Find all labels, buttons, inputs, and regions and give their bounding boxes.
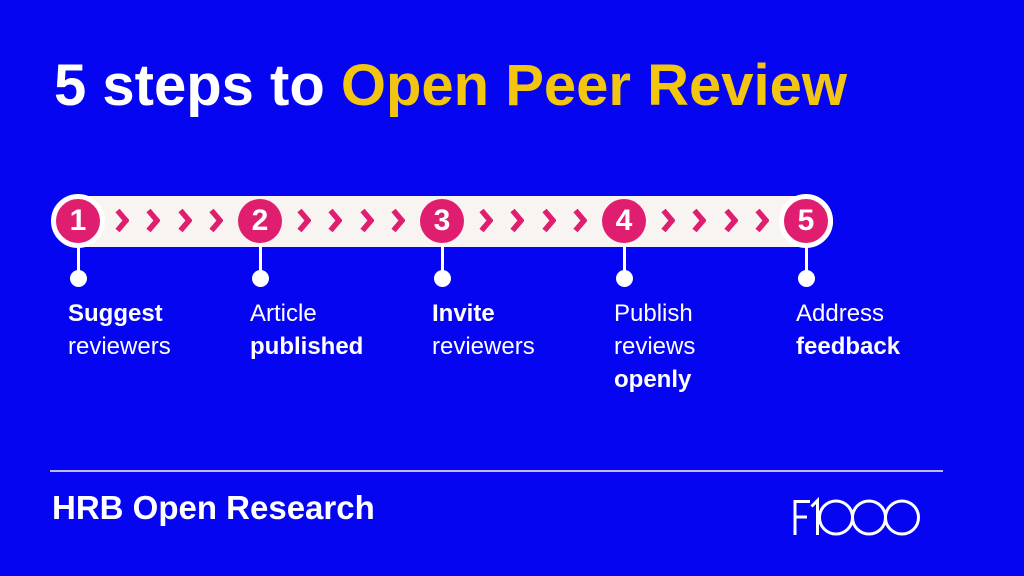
- step-label-line: Article: [250, 300, 317, 327]
- step-label-line: reviewers: [432, 333, 535, 360]
- chevron-group: [479, 208, 587, 233]
- step-number-circle: 5: [779, 194, 833, 248]
- chevron-right-icon: [146, 208, 161, 233]
- step-label-line: reviews: [614, 333, 696, 360]
- connector-dot: [433, 270, 451, 287]
- chevron-right-icon: [391, 208, 405, 233]
- connector-stem: [622, 244, 626, 272]
- title-prefix: 5 steps to: [54, 53, 341, 118]
- chevron-right-icon: [573, 208, 587, 233]
- step-number-circle: 1: [51, 194, 105, 248]
- chevron-group: [661, 208, 769, 233]
- step-label: Address feedback: [796, 297, 966, 363]
- step-number-circle: 3: [420, 199, 464, 243]
- step-label-line: openly: [614, 366, 692, 393]
- connector-stem: [258, 244, 262, 272]
- chevron-right-icon: [661, 208, 675, 233]
- step-label-line: reviewers: [68, 333, 171, 360]
- connector-dot: [69, 270, 87, 287]
- f1000-logo-icon: [793, 496, 920, 536]
- step-label-line: published: [250, 333, 364, 360]
- connector-stem: [440, 244, 444, 272]
- f1000-logo: [790, 482, 930, 538]
- connector-stem: [804, 244, 808, 272]
- step-label-line: Suggest: [68, 300, 163, 327]
- chevron-right-icon: [542, 208, 556, 233]
- chevron-right-icon: [328, 208, 343, 233]
- connector-dot: [797, 270, 815, 287]
- chevron-right-icon: [297, 208, 311, 233]
- connector-dot: [251, 270, 269, 287]
- page-title: 5 steps to Open Peer Review: [54, 56, 847, 116]
- step-label-line: Invite: [432, 300, 495, 327]
- chevron-group: [115, 208, 223, 233]
- step-number-circle: 4: [602, 199, 646, 243]
- chevron-group: [297, 208, 405, 233]
- chevron-right-icon: [510, 208, 525, 233]
- step-label: Article published: [250, 297, 420, 363]
- chevron-right-icon: [209, 208, 223, 233]
- chevron-right-icon: [178, 208, 192, 233]
- step-number-circle: 2: [238, 199, 282, 243]
- step-label: Publish reviews openly: [614, 297, 784, 396]
- step-label: Invite reviewers: [432, 297, 602, 363]
- step-label-line: Address: [796, 300, 885, 327]
- chevron-right-icon: [115, 208, 129, 233]
- step-label-line: feedback: [796, 333, 901, 360]
- footer-brand: HRB Open Research: [52, 489, 375, 526]
- title-highlight: Open Peer Review: [340, 53, 847, 118]
- connector-stem: [76, 244, 80, 272]
- chevron-right-icon: [692, 208, 707, 233]
- chevron-right-icon: [755, 208, 769, 233]
- chevron-right-icon: [724, 208, 738, 233]
- chevron-right-icon: [360, 208, 374, 233]
- chevron-right-icon: [479, 208, 493, 233]
- step-label: Suggest reviewers: [68, 297, 238, 363]
- footer-divider: [50, 470, 943, 472]
- step-label-line: Publish: [614, 300, 693, 327]
- connector-dot: [615, 270, 633, 287]
